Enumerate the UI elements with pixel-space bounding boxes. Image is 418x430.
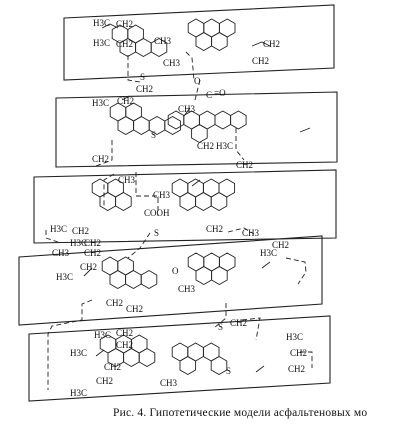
aromatic-ring xyxy=(195,265,213,286)
label-h3c: H3C xyxy=(50,224,67,234)
label-ch2: CH2 xyxy=(106,298,123,308)
aromatic-ring xyxy=(218,252,236,272)
label-h3c: H3C xyxy=(70,348,87,358)
aromatic-ring xyxy=(218,18,236,38)
label-ch2: CH2 xyxy=(126,304,143,314)
label-o: O xyxy=(194,76,201,86)
label-c: C xyxy=(206,90,212,100)
label-o: O xyxy=(172,266,179,276)
aromatic-ring xyxy=(191,123,208,144)
aromatic-ring xyxy=(99,191,117,212)
aromatic-ring xyxy=(133,115,150,136)
figure-caption: Рис. 4. Гипотетические модели асфальтено… xyxy=(113,407,368,419)
label-h3c: H3C xyxy=(93,18,110,28)
label-h3c: H3C xyxy=(56,272,73,282)
label-s: S xyxy=(226,366,231,376)
label-ch3: CH3 xyxy=(178,284,196,294)
label-ch3: CH3 xyxy=(242,228,260,238)
aromatic-ring xyxy=(150,37,168,58)
label-ch2: CH2 xyxy=(116,328,133,338)
aromatic-ring xyxy=(135,37,152,58)
label-ch2: CH2 xyxy=(252,56,269,66)
aromatic-ring xyxy=(195,191,212,212)
label-ch2: CH2 xyxy=(80,262,97,272)
aromatic-ring xyxy=(195,31,213,52)
label-ch2: CH2 xyxy=(290,348,307,358)
label-s: S xyxy=(218,322,223,332)
label-ch2: CH2 xyxy=(92,154,109,164)
label-ch2: CH2 xyxy=(197,141,214,151)
aromatic-ring xyxy=(210,355,228,376)
label-ch2: CH2 xyxy=(84,238,101,248)
alkyl-bonds xyxy=(83,23,311,373)
layer-plane-4 xyxy=(18,235,323,326)
label-ch2: CH2 xyxy=(117,96,134,106)
label-h3c: H3C xyxy=(70,388,87,398)
label-ch3: CH3 xyxy=(52,248,70,258)
label-s: S xyxy=(140,72,145,82)
label-h3c: H3C xyxy=(94,330,111,340)
label-ch3: CH3 xyxy=(153,190,171,200)
aromatic-ring xyxy=(218,178,236,198)
label-h3c: H3C xyxy=(216,141,233,151)
label-ch2: CH2 xyxy=(236,160,253,170)
aromatic-ring xyxy=(230,110,247,130)
aromatic-ring xyxy=(164,115,181,136)
label-ch3: CH3 xyxy=(163,58,181,68)
group-labels: H3C CH2 H3C CH2 CH3 CH3 CH2 CH2 S CH2 O … xyxy=(50,18,307,398)
label-ch2: CH2 xyxy=(96,376,113,386)
label-ch2: CH2 xyxy=(272,240,289,250)
layer-plane-1 xyxy=(63,4,335,81)
label-ch2: CH2 xyxy=(263,39,280,49)
layer-plane-5 xyxy=(28,315,331,402)
aromatic-ring xyxy=(179,355,197,376)
label-carbonyl-o: =O xyxy=(214,88,226,98)
label-h3c: H3C xyxy=(92,98,109,108)
aromatic-ring-systems xyxy=(91,18,247,376)
label-ch2: CH2 xyxy=(230,318,247,328)
aromatic-ring xyxy=(115,191,132,212)
label-ch2: CH2 xyxy=(288,364,305,374)
label-cooh: COOH xyxy=(144,208,170,218)
aromatic-ring xyxy=(214,110,232,130)
label-s: S xyxy=(151,130,156,140)
aromatic-ring xyxy=(125,269,142,290)
aromatic-ring xyxy=(140,269,158,290)
label-ch2: CH2 xyxy=(72,226,89,236)
label-ch2: CH2 xyxy=(84,248,101,258)
label-ch2: CH2 xyxy=(136,84,153,94)
label-ch3: CH3 xyxy=(154,36,172,46)
label-ch3: CH3 xyxy=(160,378,178,388)
layer-plane-2 xyxy=(55,91,338,168)
label-h3c: H3C xyxy=(93,38,110,48)
aromatic-ring xyxy=(109,269,127,290)
layer-plane-3 xyxy=(33,169,337,244)
label-ch3: CH3 xyxy=(118,175,136,185)
aromatic-ring xyxy=(117,115,135,136)
label-ch3: CH3 xyxy=(178,104,196,114)
label-ch2: CH2 xyxy=(116,19,133,29)
interlayer-links xyxy=(45,51,313,390)
label-s: S xyxy=(154,228,159,238)
label-h3c: H3C xyxy=(260,248,277,258)
label-ch2: CH2 xyxy=(104,362,121,372)
aromatic-ring xyxy=(130,334,148,354)
label-ch2: CH2 xyxy=(116,340,133,350)
label-ch2: CH2 xyxy=(206,224,223,234)
label-h3c: H3C xyxy=(70,238,87,248)
label-h3c: H3C xyxy=(286,332,303,342)
label-ch2: CH2 xyxy=(116,39,133,49)
aromatic-ring xyxy=(179,191,197,212)
